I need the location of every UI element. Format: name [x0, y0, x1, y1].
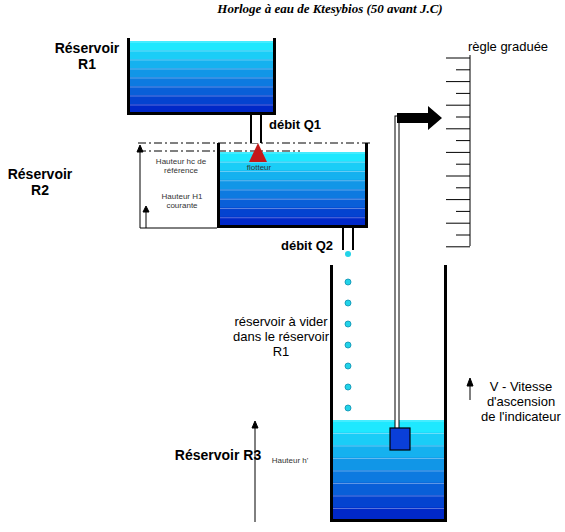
tank-drawing [217, 143, 368, 228]
pipe [251, 114, 261, 143]
reservoir: Réservoir R1 [127, 38, 276, 115]
water-drops [345, 279, 351, 411]
height-label: Hauteur hc de référence [150, 157, 212, 175]
diagram-title: Horloge à eau de Ktesybios (50 avant J.C… [140, 2, 520, 17]
flow-label: débit Q1 [268, 118, 322, 133]
tank-drawing [127, 38, 276, 115]
height-label: Hauteur h' [258, 456, 322, 465]
speed-label: V - Vitesse d'ascension de l'indicateur [478, 380, 564, 425]
float-rod [390, 106, 442, 450]
reservoir: Réservoir R2 [217, 143, 368, 228]
reservoir-name: Réservoir R3 [172, 447, 264, 463]
graduated-ruler [446, 55, 470, 247]
note: réservoir à vider dans le réservoir R1 [226, 315, 336, 360]
flow-label: débit Q2 [280, 239, 334, 254]
pipe [343, 227, 353, 265]
float-label: flotteur [238, 163, 280, 172]
float-triangle [249, 143, 267, 162]
height-label: Hauteur H1 courante [150, 192, 214, 210]
height-markers [137, 143, 473, 522]
reservoir: Réservoir R3 [330, 265, 447, 522]
reservoir-name: Réservoir R1 [48, 40, 126, 72]
ruler-label: règle graduée [452, 40, 564, 55]
tank-drawing [330, 265, 447, 522]
reservoir-name: Réservoir R2 [0, 166, 80, 198]
